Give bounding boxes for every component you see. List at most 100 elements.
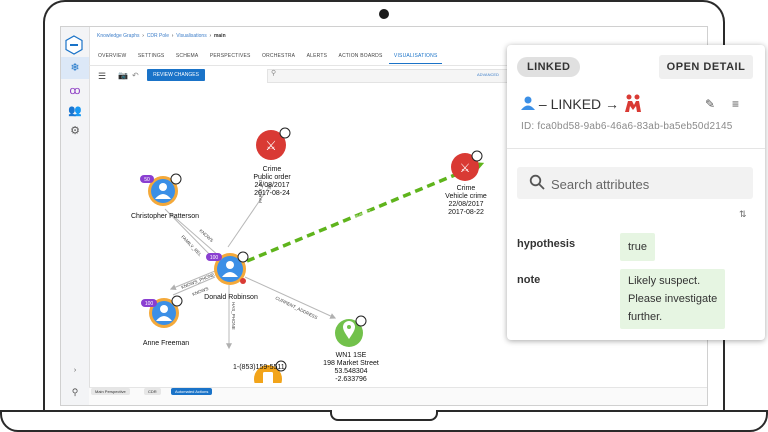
node-anne-freeman[interactable]: 100 Anne Freeman bbox=[141, 295, 189, 347]
app-logo-icon[interactable] bbox=[65, 35, 83, 55]
user-account-icon[interactable]: ⚲ bbox=[71, 387, 79, 397]
edge-family-rel[interactable] bbox=[164, 208, 217, 262]
search-icon bbox=[529, 174, 545, 190]
edge-label-knows-phone: KNOWS_PHONE bbox=[181, 272, 216, 290]
graph-canvas[interactable]: PARTY_TO KNOWS FAMILY_REL KNOWS_PHONE KN… bbox=[89, 83, 619, 383]
expand-node-icon[interactable] bbox=[275, 360, 287, 372]
review-changes-button[interactable]: REVIEW CHANGES bbox=[147, 69, 205, 81]
note-line: Please investigate bbox=[628, 293, 718, 305]
panel-divider bbox=[507, 148, 765, 149]
alert-dot bbox=[240, 278, 246, 284]
breadcrumb-section[interactable]: Visualisations bbox=[176, 33, 207, 39]
edge-party-to[interactable] bbox=[227, 183, 272, 248]
gear-icon[interactable]: ⚙ bbox=[70, 125, 80, 137]
filter-icon[interactable]: ≡ bbox=[732, 97, 740, 111]
edit-icon[interactable]: ✎ bbox=[705, 97, 716, 111]
expand-node-icon[interactable] bbox=[237, 251, 249, 263]
score-badge-text: 100 bbox=[145, 301, 154, 307]
open-detail-button[interactable]: OPEN DETAIL bbox=[659, 55, 753, 79]
relationship-summary: – LINKED → bbox=[521, 93, 643, 115]
advanced-search-link[interactable]: ADVANCED bbox=[477, 72, 499, 77]
tab-perspectives[interactable]: PERSPECTIVES bbox=[209, 53, 251, 59]
edge-current-address[interactable] bbox=[244, 276, 337, 319]
camera-dot bbox=[379, 9, 389, 19]
crime-icon bbox=[624, 94, 641, 112]
note-line: further. bbox=[628, 311, 663, 323]
node-phone[interactable] bbox=[254, 360, 287, 383]
breadcrumb-project[interactable]: CDR Pole bbox=[146, 33, 169, 39]
graph-search-input[interactable] bbox=[267, 69, 509, 83]
camera-icon[interactable]: 📷 bbox=[118, 71, 128, 80]
breadcrumb-root[interactable]: Knowledge Graphs bbox=[97, 33, 140, 39]
attribute-value-note: Likely suspect. Please investigate furth… bbox=[620, 269, 726, 329]
node-label-line4: 2017-08-24 bbox=[254, 190, 290, 197]
tab-settings[interactable]: SETTINGS bbox=[137, 53, 165, 59]
person-head bbox=[160, 305, 168, 313]
node-label-line4: -2.633796 bbox=[335, 376, 367, 383]
tab-overview[interactable]: OVERVIEW bbox=[98, 53, 127, 59]
automated-actions-chip[interactable]: Automated Actions bbox=[171, 388, 213, 395]
attribute-search-input[interactable] bbox=[517, 167, 753, 199]
node-label-line1: Crime bbox=[263, 166, 282, 173]
rail-active-highlight bbox=[61, 57, 89, 79]
expand-node-icon[interactable] bbox=[170, 173, 182, 185]
crime-glyph: ⚔ bbox=[265, 139, 277, 154]
node-crime-vehicle[interactable]: ⚔ Crime Vehicle crime 22/08/2017 2017-08… bbox=[445, 150, 487, 216]
tab-orchestra[interactable]: ORCHESTRA bbox=[261, 53, 296, 59]
expand-icon[interactable]: › bbox=[73, 367, 77, 374]
relationship-detail-panel: LINKED OPEN DETAIL – LINKED → ✎ ≡ ID: fc… bbox=[507, 45, 765, 340]
node-label: Anne Freeman bbox=[143, 340, 189, 347]
tab-alerts[interactable]: ALERTS bbox=[306, 53, 328, 59]
search-icon: ⚲ bbox=[271, 70, 277, 77]
node-label: Christopher Patterson bbox=[131, 213, 199, 220]
menu-icon[interactable]: ☰ bbox=[98, 71, 107, 81]
snowflake-icon[interactable]: ❄ bbox=[70, 62, 80, 74]
breadcrumb: Knowledge Graphs › CDR Pole › Visualisat… bbox=[97, 33, 226, 39]
left-rail: ❄ ꝏ 👥 ⚙ › ⚲ bbox=[61, 27, 90, 405]
edge-knows-phone[interactable] bbox=[169, 270, 216, 290]
node-label-line2: 198 Market Street bbox=[323, 360, 379, 367]
linked-badge: LINKED bbox=[517, 57, 581, 77]
perspective-chip[interactable]: Main Perspective bbox=[91, 388, 130, 395]
expand-node-icon[interactable] bbox=[355, 315, 367, 327]
edge-label-suspect: SUSPECT bbox=[355, 209, 373, 219]
edge-label-family-rel: FAMILY_REL bbox=[180, 234, 203, 257]
undo-icon[interactable]: ↶ bbox=[132, 71, 139, 80]
edge-linked-suspect[interactable] bbox=[246, 161, 485, 263]
expand-node-icon[interactable] bbox=[471, 150, 483, 162]
person-icon bbox=[521, 96, 535, 110]
expand-node-icon[interactable] bbox=[279, 127, 291, 139]
header-divider bbox=[89, 65, 707, 66]
attribute-search-placeholder: Search attributes bbox=[551, 177, 650, 192]
node-donald-robinson[interactable]: 100 Donald Robinson bbox=[204, 251, 258, 301]
score-badge-text: 50 bbox=[144, 177, 150, 183]
edge-label-has-phone: HAS_PHONE bbox=[231, 302, 236, 330]
laptop-notch bbox=[330, 410, 438, 421]
relationship-text: – LINKED → bbox=[538, 96, 620, 112]
sort-icon[interactable]: ⇅ bbox=[739, 209, 747, 219]
cdr-chip[interactable]: CDR bbox=[144, 388, 161, 395]
crime-icon bbox=[451, 153, 479, 181]
node-label-line3: 24/08/2017 bbox=[254, 182, 289, 189]
node-address[interactable]: WN1 1SE 198 Market Street 53.548304 -2.6… bbox=[323, 315, 379, 383]
tab-visualisations[interactable]: VISUALISATIONS bbox=[388, 49, 443, 64]
pin-dot bbox=[347, 325, 351, 329]
graph-icon[interactable]: ꝏ bbox=[69, 85, 81, 97]
expand-node-icon[interactable] bbox=[171, 295, 183, 307]
tab-action-boards[interactable]: ACTION BOARDS bbox=[338, 53, 383, 59]
edge-knows-af[interactable] bbox=[172, 276, 216, 296]
tab-schema[interactable]: SCHEMA bbox=[175, 53, 199, 59]
node-crime-public-order[interactable]: ⚔ Crime Public order 24/08/2017 2017-08-… bbox=[253, 127, 291, 197]
users-icon[interactable]: 👥 bbox=[68, 105, 82, 117]
node-label: Donald Robinson bbox=[204, 294, 258, 301]
node-label-line3: 53.548304 bbox=[334, 368, 367, 375]
node-label-line2: Vehicle crime bbox=[445, 193, 487, 200]
node-label-line4: 2017-08-22 bbox=[448, 209, 484, 216]
pin-glyph bbox=[343, 321, 355, 339]
node-christopher-patterson[interactable]: 50 Christopher Patterson bbox=[131, 173, 199, 220]
person-head bbox=[159, 183, 167, 191]
breadcrumb-current: main bbox=[213, 33, 226, 39]
node-label-line3: 22/08/2017 bbox=[448, 201, 483, 208]
edge-knows-cp[interactable] bbox=[170, 213, 225, 262]
person-body bbox=[156, 316, 172, 321]
